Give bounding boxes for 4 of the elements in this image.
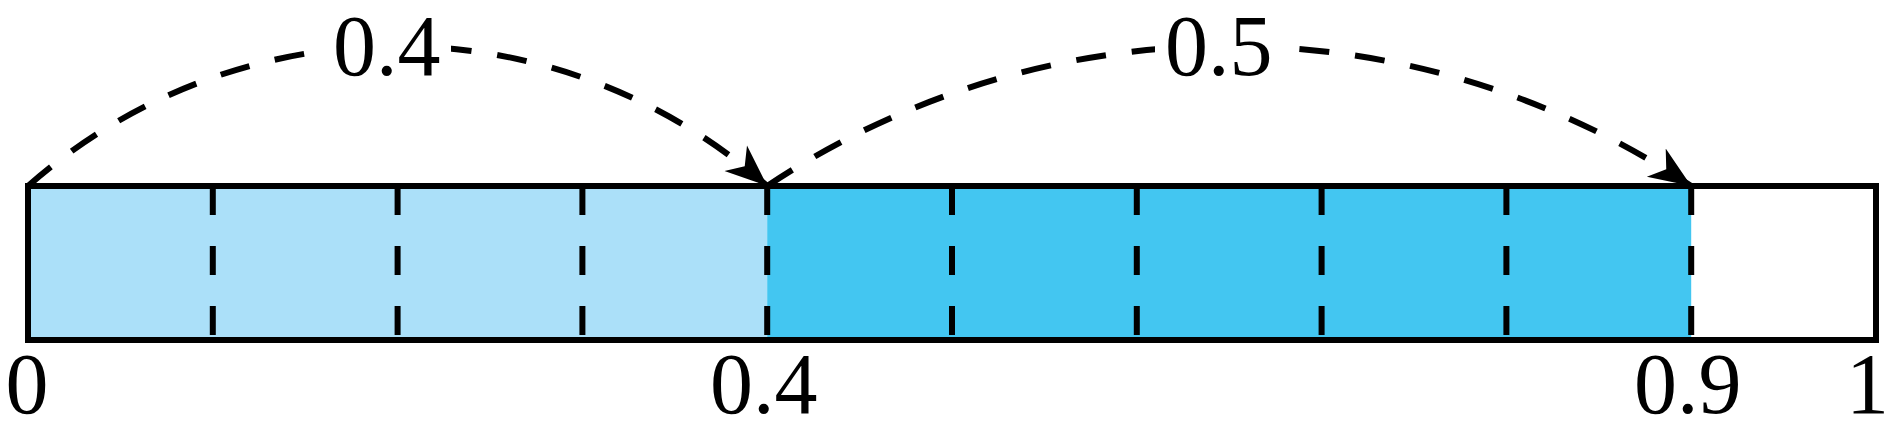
tick-label: 1	[1846, 350, 1889, 418]
tick-label: 0.9	[1634, 350, 1742, 418]
tick-label: 0	[5, 350, 49, 418]
tick-label: 0.4	[710, 350, 818, 418]
